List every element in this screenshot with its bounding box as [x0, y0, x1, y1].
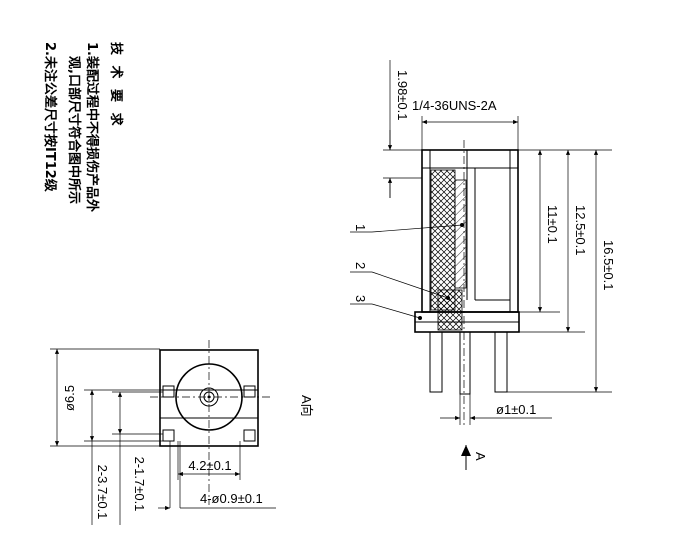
- pin-square-bl: [162, 429, 175, 442]
- notes-line1b: 观,口部尺寸符合图中所示: [66, 56, 82, 204]
- dim-width: 4.2±0.1: [188, 458, 231, 473]
- top-view: ø6.5 2-1.7±0.1 2-3.7±0.1 4.2±0.1 4-ø0.9±…: [50, 340, 314, 525]
- pin-square-tr: [243, 385, 256, 398]
- pin-square-tl: [162, 385, 175, 398]
- dim-pin: ø1±0.1: [496, 402, 536, 417]
- callout-2: 2: [353, 262, 368, 269]
- side-view: 1/4-36UNS-2A 1.98±0.1 11±0.1 12.5±0.1 16…: [350, 60, 616, 470]
- dielectric-section: [430, 169, 456, 311]
- view-label: A向: [299, 395, 314, 417]
- dim-top: 1.98±0.1: [395, 70, 410, 121]
- arrow-label: A: [473, 452, 488, 461]
- technical-notes: 技 术 要 求 1.装配过程中不得损伤产品外 观,口部尺寸符合图中所示 2.未注…: [42, 42, 124, 212]
- dim-diameter: ø6.5: [62, 385, 77, 411]
- notes-line2: 2.未注公差尺寸按IT12级: [42, 42, 58, 193]
- dim-11: 11±0.1: [545, 205, 560, 244]
- callout-1: 1: [353, 224, 368, 231]
- dim-thread: 1/4-36UNS-2A: [412, 98, 497, 113]
- dim-12-5: 12.5±0.1: [573, 205, 588, 256]
- dim-16-5: 16.5±0.1: [601, 240, 616, 291]
- dim-outer-spacing: 2-3.7±0.1: [95, 465, 110, 520]
- notes-line1a: 1.装配过程中不得损伤产品外: [84, 42, 100, 212]
- dim-pins: 4-ø0.9±0.1: [200, 491, 263, 506]
- leg-mid-left: [459, 331, 471, 395]
- dim-inner-spacing: 2-1.7±0.1: [132, 457, 147, 512]
- leg-left: [429, 331, 443, 393]
- pin-square-br: [243, 429, 256, 442]
- notes-title: 技 术 要 求: [108, 42, 124, 129]
- top-view-body: [159, 349, 259, 447]
- center-pin-section: [454, 179, 467, 289]
- leg-right: [494, 331, 508, 393]
- callout-3: 3: [353, 295, 368, 302]
